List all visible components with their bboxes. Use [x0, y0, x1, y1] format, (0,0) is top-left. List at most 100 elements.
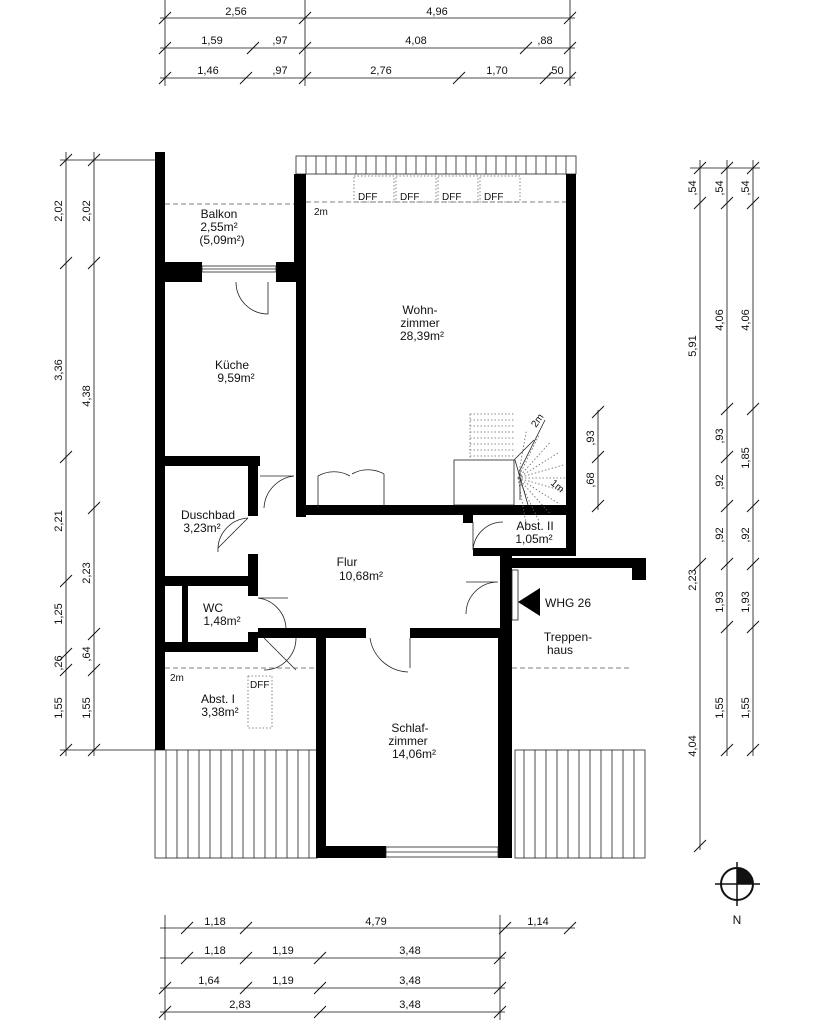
dim-left-2-c: 2,23 [81, 562, 93, 583]
room-wc-area: 1,48m² [203, 614, 240, 628]
top-dimension-chains: 2,56 4,96 1,59 ,97 4,08 ,88 1,46 ,97 2,7… [158, 0, 577, 86]
dim-right-3-c: 1,85 [740, 447, 752, 468]
compass-label: N [733, 913, 742, 927]
dff-label: DFF [484, 192, 503, 203]
room-treppenhaus-name-1: Treppen- [544, 630, 592, 644]
dim-bottom-1-b: 4,79 [365, 916, 386, 928]
dim-left-2-a: 2,02 [81, 200, 93, 221]
dff-label: DFF [442, 192, 461, 203]
dim-right-3-d: ,92 [740, 527, 752, 542]
hatch-line [517, 477, 527, 526]
hatch-line [517, 477, 540, 522]
hatch-line [517, 434, 540, 479]
dim-left-2-d: ,64 [81, 646, 93, 661]
entrance-arrow-icon [518, 588, 540, 616]
staircase [453, 413, 566, 526]
room-flur-name: Flur [337, 555, 358, 569]
dim-right-3-e: 1,93 [740, 591, 752, 612]
room-duschbad-name: Duschbad [181, 508, 235, 522]
dim-right-2-h: 1,55 [714, 697, 726, 718]
dim-bottom-4-b: 3,48 [399, 999, 420, 1011]
roof-window [353, 175, 395, 203]
dim-right-2-a: ,54 [714, 180, 726, 195]
dim-bottom-2-a: 1,18 [204, 945, 225, 957]
balcony-door [201, 265, 277, 273]
hatch-line [517, 464, 565, 479]
dim-right-3-a: ,54 [740, 180, 752, 195]
hatch-line [517, 477, 559, 504]
room-balkon-name: Balkon [201, 207, 238, 221]
hatch-line [517, 442, 551, 479]
dim-top-1-a: 2,56 [225, 6, 246, 18]
bedroom-window [385, 846, 499, 858]
hatch-line [517, 430, 527, 479]
dim-bottom-2-b: 1,19 [272, 945, 293, 957]
roof-window [437, 175, 479, 203]
height-mark-2m-living: 2m [314, 207, 328, 218]
left-dimension-chains: 2,02 3,36 2,21 1,25 ,26 1,55 2,02 4,38 2… [53, 152, 155, 757]
dim-bottom-3-b: 1,19 [272, 975, 293, 987]
dff-label: DFF [358, 192, 377, 203]
room-abst1-name: Abst. I [201, 692, 235, 706]
stair-dimensions: ,93 ,68 [585, 405, 605, 513]
dim-bottom-2-c: 3,48 [399, 945, 420, 957]
dim-right-2-d: ,92 [714, 474, 726, 489]
room-balkon-area: 2,55m² [200, 220, 237, 234]
room-duschbad-area: 3,23m² [183, 521, 220, 535]
room-schlafzimmer-area: 14,06m² [392, 747, 436, 761]
walls [155, 152, 646, 858]
dim-left-2-b: 4,38 [81, 385, 93, 406]
room-flur-area: 10,68m² [339, 569, 383, 583]
dim-stair-a: ,93 [585, 430, 597, 445]
dim-bottom-3-a: 1,64 [198, 975, 219, 987]
stair-railing [511, 569, 519, 621]
dim-bottom-4-a: 2,83 [229, 999, 250, 1011]
apartment-label: WHG 26 [545, 596, 591, 610]
dim-bottom-1-c: 1,14 [527, 916, 548, 928]
dim-top-1-b: 4,96 [426, 6, 447, 18]
hatch-line [517, 477, 565, 492]
room-schlafzimmer-name-2: zimmer [388, 734, 427, 748]
dim-right-1-c: 4,04 [687, 735, 699, 756]
room-kueche-name: Küche [215, 358, 249, 372]
dim-right-3-f: 1,55 [740, 697, 752, 718]
dim-top-2-c: 4,08 [405, 35, 426, 47]
dim-left-1-e: ,26 [53, 655, 65, 670]
stair-mark-2m: 2m [529, 412, 546, 430]
room-kueche-area: 9,59m² [217, 371, 254, 385]
roof-height-lines: DFF DFF DFF DFF [165, 175, 632, 729]
compass-north-icon: N [715, 862, 760, 927]
dim-left-1-a: 2,02 [53, 200, 65, 221]
dim-top-2-b: ,97 [272, 35, 287, 47]
roof-window [395, 175, 437, 203]
dim-top-3-a: 1,46 [197, 65, 218, 77]
dff-label-abst1: DFF [250, 680, 269, 691]
dim-right-2-e: ,92 [714, 527, 726, 542]
dff-label: DFF [400, 192, 419, 203]
dim-right-2-f: 2,23 [687, 569, 699, 590]
hatch-line [517, 477, 551, 514]
dim-left-1-d: 1,25 [53, 603, 65, 624]
room-wohnzimmer-name-2: zimmer [400, 316, 439, 330]
dim-bottom-3-c: 3,48 [399, 975, 420, 987]
dim-right-1-b: 5,91 [687, 335, 699, 356]
dim-right-2-b: 4,06 [714, 309, 726, 330]
roof-window [479, 175, 521, 203]
dim-top-2-d: ,88 [537, 35, 552, 47]
dim-top-3-e: ,50 [548, 65, 563, 77]
right-dimension-chains: ,54 5,91 4,04 ,54 4,06 ,93 ,92 ,92 2,23 … [687, 160, 760, 853]
bottom-dimension-chains: 1,18 4,79 1,14 1,18 1,19 3,48 1,64 1,19 … [158, 915, 577, 1020]
dim-top-3-c: 2,76 [370, 65, 391, 77]
room-balkon-area-full: (5,09m²) [199, 233, 244, 247]
dim-right-3-b: 4,06 [740, 309, 752, 330]
room-wc-name: WC [203, 601, 223, 615]
stair-mark-1m: 1m [548, 478, 566, 495]
dim-top-2-a: 1,59 [201, 35, 222, 47]
dim-bottom-1-a: 1,18 [204, 916, 225, 928]
dim-top-3-b: ,97 [272, 65, 287, 77]
dim-stair-b: ,68 [585, 472, 597, 487]
room-wohnzimmer-name-1: Wohn- [402, 303, 437, 317]
dim-left-1-b: 3,36 [53, 359, 65, 380]
dim-left-1-c: 2,21 [53, 510, 65, 531]
